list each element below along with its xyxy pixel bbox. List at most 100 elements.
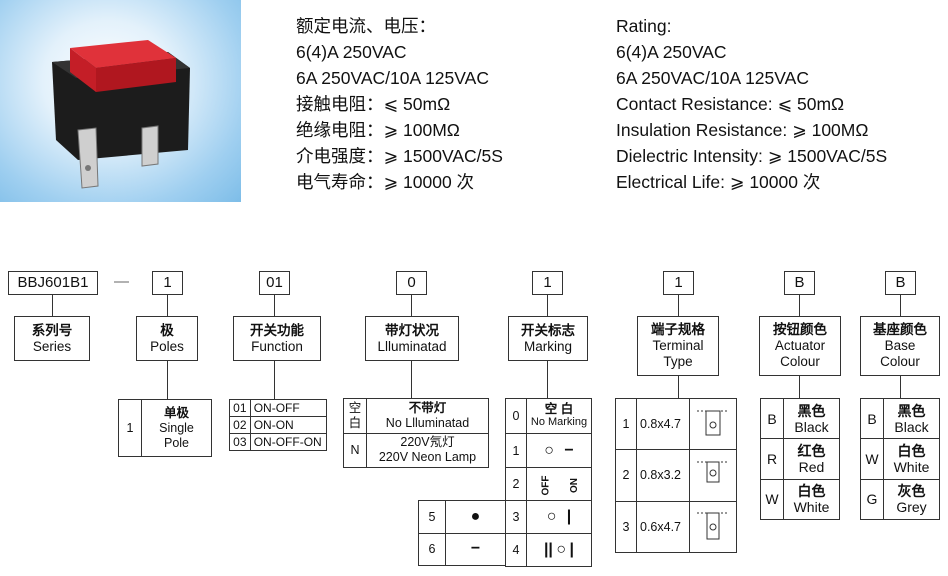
specs-chinese: 额定电流、电压： 6(4)A 250VAC 6A 250VAC/10A 125V… bbox=[296, 13, 503, 195]
marking-symbol: − bbox=[445, 532, 506, 566]
marking-table: 0 空 白 No Marking 1 ○ − 2 OFF ON 3 ○ | 4 … bbox=[505, 398, 592, 567]
marking-symbol: OFF ON bbox=[526, 467, 592, 501]
spec-cn-line: 介电强度：⩾ 1500VAC/5S bbox=[296, 146, 503, 166]
table-row: 3 0.6x4.7 bbox=[615, 500, 737, 554]
label-actuator-cn: 按钮颜色 bbox=[773, 322, 827, 337]
actuator-cn: 红色 bbox=[797, 442, 826, 459]
base-code: B bbox=[860, 397, 884, 440]
function-code: 02 bbox=[229, 416, 251, 434]
spec-cn-line: 额定电流、电压： bbox=[296, 16, 436, 36]
terminal-pin-icon bbox=[697, 461, 729, 483]
label-base-en1: Base bbox=[884, 338, 916, 353]
table-row: N 220V氖灯 220V Neon Lamp bbox=[343, 432, 489, 468]
connector-line bbox=[900, 376, 901, 398]
connector-line bbox=[799, 295, 800, 317]
on-text: ON bbox=[568, 478, 580, 493]
table-row: 2 OFF ON bbox=[505, 467, 592, 501]
illum-en: 220V Neon Lamp bbox=[378, 450, 477, 465]
table-row: 2 0.8x3.2 bbox=[615, 449, 737, 502]
connector-line bbox=[274, 295, 275, 317]
table-row: 5 ● bbox=[418, 500, 506, 534]
marking-en: No Marking bbox=[530, 416, 588, 428]
label-function-cn: 开关功能 bbox=[250, 322, 304, 338]
label-actuator: 按钮颜色 Actuator Colour bbox=[759, 316, 841, 376]
actuator-code: R bbox=[760, 438, 784, 480]
code-dash: — bbox=[114, 273, 129, 290]
circle-symbol-icon: ○ bbox=[556, 541, 567, 558]
table-row: 0 空 白 No Marking bbox=[505, 398, 592, 434]
label-poles: 极 Poles bbox=[136, 316, 198, 361]
connector-line bbox=[678, 376, 679, 398]
code-marking: 1 bbox=[532, 271, 563, 295]
illum-en: No Llluminatad bbox=[385, 415, 470, 430]
product-photo bbox=[0, 0, 241, 202]
base-code: G bbox=[860, 478, 884, 521]
terminal-drawing bbox=[689, 500, 737, 554]
connector-line bbox=[547, 295, 548, 317]
table-row: 1 ○ − bbox=[505, 433, 592, 468]
marking-cn: 空 白 bbox=[544, 402, 574, 416]
code-poles: 1 bbox=[152, 271, 183, 295]
terminal-table: 1 0.8x4.7 2 0.8x3.2 3 0.6x4.7 bbox=[615, 397, 737, 554]
connector-line bbox=[167, 361, 168, 399]
dash-symbol-icon: − bbox=[564, 441, 574, 459]
connector-line bbox=[167, 295, 168, 317]
illum-desc: 不带灯 No Llluminatad bbox=[366, 398, 489, 434]
terminal-pin-icon bbox=[697, 512, 729, 540]
label-series: 系列号 Series bbox=[14, 316, 90, 361]
spec-en-line: Insulation Resistance: ⩾ 100MΩ bbox=[616, 120, 869, 140]
spec-cn-line: 6(4)A 250VAC bbox=[296, 42, 407, 62]
label-actuator-en1: Actuator bbox=[774, 338, 826, 353]
label-terminal-cn: 端子规格 bbox=[651, 322, 705, 337]
label-actuator-en2: Colour bbox=[780, 354, 820, 369]
table-row: 6 − bbox=[418, 532, 506, 566]
label-terminal-en1: Terminal bbox=[652, 338, 704, 353]
terminal-pin-icon bbox=[697, 410, 729, 436]
code-terminal: 1 bbox=[663, 271, 694, 295]
actuator-en: Black bbox=[794, 418, 829, 435]
spec-cn-line: 接触电阻：⩽ 50mΩ bbox=[296, 94, 451, 114]
function-label: ON-OFF bbox=[249, 399, 328, 417]
off-text: OFF bbox=[540, 475, 552, 496]
marking-code: 6 bbox=[418, 532, 446, 566]
label-illuminated: 带灯状况 Llluminatad bbox=[365, 316, 459, 361]
connector-line bbox=[678, 295, 679, 317]
base-en: Grey bbox=[896, 499, 927, 516]
spec-cn-line: 电气寿命：⩾ 10000 次 bbox=[296, 172, 475, 192]
circle-symbol-icon: ○ bbox=[546, 508, 557, 525]
label-function-en: Function bbox=[251, 338, 303, 354]
label-marking: 开关标志 Marking bbox=[508, 316, 588, 361]
connector-line bbox=[799, 376, 800, 398]
base-en: Black bbox=[894, 418, 929, 435]
bar-symbol-icon: | bbox=[566, 508, 572, 525]
spec-en-line: Dielectric Intensity: ⩾ 1500VAC/5S bbox=[616, 146, 888, 166]
terminal-size: 0.6x4.7 bbox=[636, 500, 690, 554]
label-base-cn: 基座颜色 bbox=[873, 322, 927, 337]
marking-desc: 空 白 No Marking bbox=[526, 398, 592, 434]
table-row: 空 白 不带灯 No Llluminatad bbox=[343, 398, 489, 434]
connector-line bbox=[547, 361, 548, 399]
spec-en-line: Electrical Life: ⩾ 10000 次 bbox=[616, 172, 821, 192]
spec-en-line: Rating: bbox=[616, 16, 672, 36]
bar-symbol-icon: | bbox=[569, 541, 575, 558]
table-row: 1 0.8x4.7 bbox=[615, 397, 737, 451]
label-terminal-en2: Type bbox=[663, 354, 693, 369]
table-row: 3 ○ | bbox=[505, 500, 592, 534]
code-illuminated: 0 bbox=[396, 271, 427, 295]
label-series-en: Series bbox=[32, 338, 72, 354]
function-label: ON-OFF-ON bbox=[249, 433, 328, 451]
terminal-code: 1 bbox=[615, 397, 637, 451]
actuator-code: W bbox=[760, 478, 784, 521]
